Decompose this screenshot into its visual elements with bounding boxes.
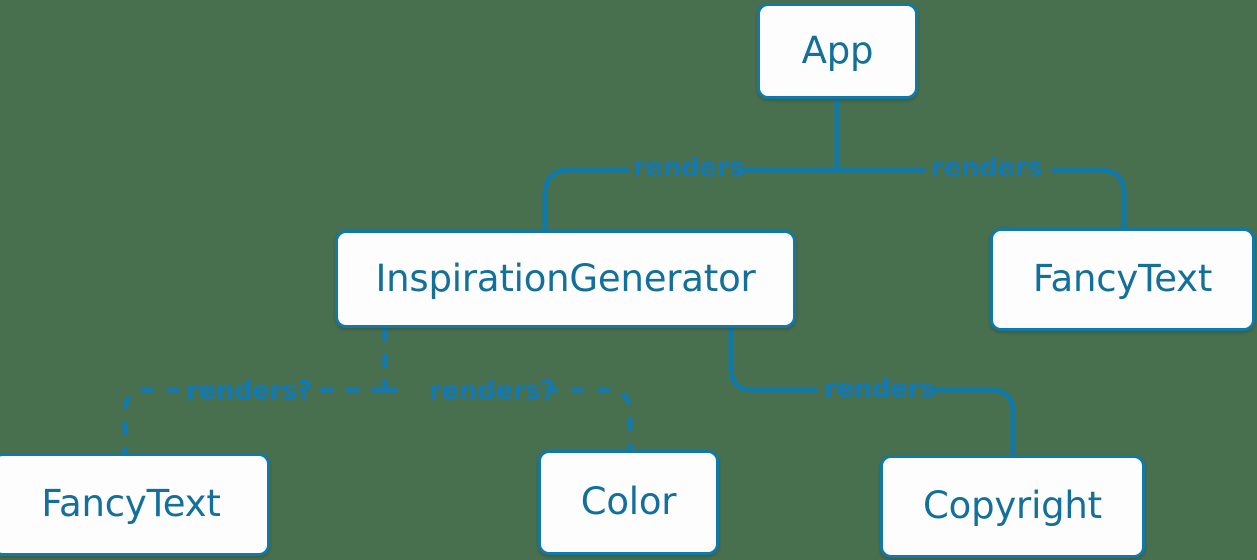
edge-label-app-to-inspiration-generator: renders xyxy=(633,153,745,183)
edge-app-to-fancytext-right xyxy=(1052,167,1127,228)
node-app[interactable]: App xyxy=(757,3,918,99)
node-copyright-label: Copyright xyxy=(923,484,1102,527)
node-fancytext-bottom-label: FancyText xyxy=(41,482,221,525)
edge-label-inspiration-generator-to-fancytext-bottom: renders? xyxy=(186,376,313,406)
node-app-label: App xyxy=(801,28,874,72)
edge-label-inspiration-generator-to-color: renders? xyxy=(429,376,556,406)
node-color[interactable]: Color xyxy=(538,450,719,555)
edge-inspiration-generator-to-fancytext-bottom xyxy=(122,387,180,453)
edge-inspiration-generator-to-color xyxy=(545,387,633,450)
node-color-label: Color xyxy=(580,480,677,523)
node-copyright[interactable]: Copyright xyxy=(880,455,1145,558)
node-fancytext-right-label: FancyText xyxy=(1032,257,1213,300)
edge-inspiration-generator-to-copyright-left xyxy=(728,328,818,393)
edge-label-inspiration-generator-to-copyright: renders xyxy=(824,374,936,404)
edge-inspiration-generator-to-copyright-right xyxy=(930,387,1016,455)
node-fancytext-bottom[interactable]: FancyText xyxy=(0,453,270,556)
node-fancytext-right[interactable]: FancyText xyxy=(990,228,1255,331)
node-inspiration-generator-label: InspirationGenerator xyxy=(375,256,756,300)
edge-app-to-inspiration-generator xyxy=(542,167,630,230)
edge-label-app-to-fancytext-right: renders xyxy=(931,153,1043,183)
node-inspiration-generator[interactable]: InspirationGenerator xyxy=(335,230,796,328)
